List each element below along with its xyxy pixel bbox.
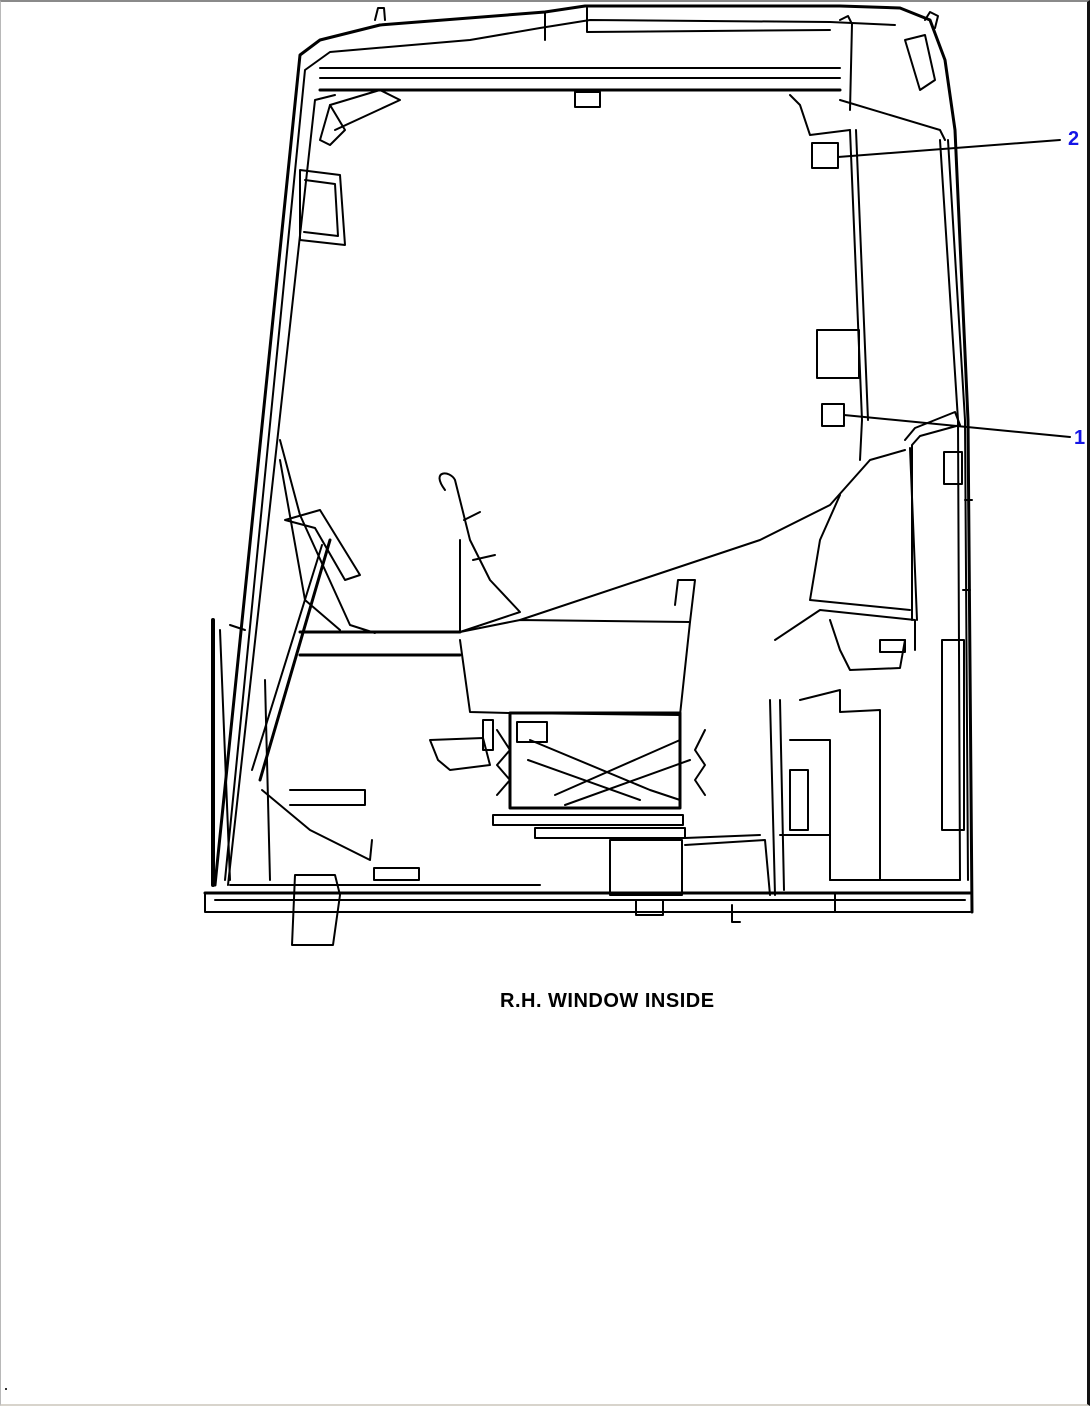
leader-line-2 — [837, 139, 1061, 158]
decal-2 — [811, 142, 839, 169]
callout-2: 2 — [1068, 128, 1080, 150]
seat — [429, 449, 911, 896]
callout-1: 1 — [1074, 427, 1086, 449]
right-pillar — [849, 129, 973, 881]
floor-console — [203, 630, 972, 946]
figure-caption: R.H. WINDOW INSIDE — [500, 990, 715, 1012]
page-mark — [5, 1388, 7, 1390]
leader-line-1 — [843, 414, 1071, 438]
cab-frame — [213, 4, 974, 914]
left-post — [211, 439, 376, 887]
decal-1 — [821, 403, 845, 427]
right-console — [769, 609, 961, 913]
joystick — [438, 472, 521, 633]
rear-wall-line — [279, 459, 341, 631]
